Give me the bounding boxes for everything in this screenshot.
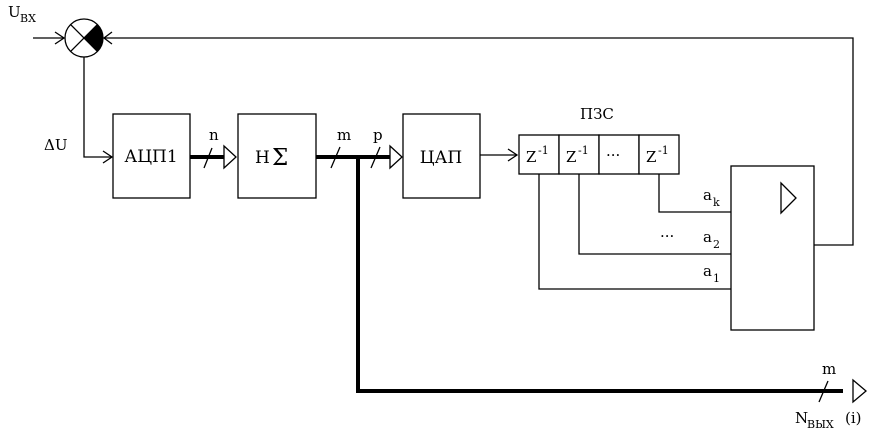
register-cell bbox=[558, 134, 600, 175]
bus-m-slash bbox=[330, 146, 341, 169]
register-cell-4-exp: -1 bbox=[658, 144, 669, 157]
dac-block bbox=[402, 113, 481, 199]
adc-label: АЦП1 bbox=[124, 147, 177, 167]
bus-output-slash bbox=[818, 380, 829, 403]
tap-line-ak bbox=[658, 174, 731, 213]
register-cell bbox=[518, 134, 560, 175]
register-cell-1-base: Z bbox=[526, 148, 536, 166]
register-input-arrowhead bbox=[507, 148, 519, 162]
bus-width-p: p bbox=[373, 126, 383, 144]
amp-input-ak-sub: k bbox=[713, 196, 720, 209]
amp-input-a2-sub: 2 bbox=[713, 238, 720, 251]
amp-input-a1: a bbox=[703, 262, 712, 280]
bus-output bbox=[356, 157, 843, 393]
register-title: ПЗС bbox=[580, 105, 614, 123]
register-block bbox=[518, 134, 680, 175]
integrator-block bbox=[237, 113, 317, 199]
input-arrowhead bbox=[54, 31, 66, 45]
amp-input-a2: a bbox=[703, 228, 712, 246]
amplifier-triangle-icon bbox=[780, 181, 797, 215]
bus-dac-arrowhead bbox=[389, 144, 403, 170]
amplifier-block bbox=[730, 165, 815, 331]
register-cell-1-exp: -1 bbox=[538, 144, 549, 157]
delta-u-line bbox=[83, 57, 112, 158]
bus-p-slash bbox=[370, 146, 381, 169]
register-cell-2-exp: -1 bbox=[578, 144, 589, 157]
input-label-u: U bbox=[8, 3, 21, 21]
bus-width-n: n bbox=[209, 126, 219, 144]
bus-adc-slash bbox=[203, 147, 213, 169]
amp-input-a1-sub: 1 bbox=[713, 272, 720, 285]
bus-width-m: m bbox=[337, 126, 351, 144]
tap-line-a2 bbox=[578, 174, 731, 255]
register-cell-4-base: Z bbox=[646, 148, 656, 166]
dac-label: ЦАП bbox=[420, 148, 463, 168]
register-cell-2-base: Z bbox=[566, 148, 576, 166]
summing-node bbox=[64, 18, 104, 58]
bus-width-output-m: m bbox=[822, 360, 836, 378]
output-arrowhead bbox=[852, 378, 868, 404]
bus-adc-arrowhead bbox=[223, 144, 237, 170]
output-label-sub: ВЫХ bbox=[807, 418, 834, 431]
adc-input-arrowhead bbox=[102, 150, 114, 164]
amp-input-ak: a bbox=[703, 186, 712, 204]
amp-dots: ··· bbox=[660, 227, 674, 245]
output-label-n: N bbox=[795, 409, 808, 427]
tap-line-a1 bbox=[538, 174, 731, 290]
input-label-u-sub: ВХ bbox=[20, 12, 36, 25]
integrator-label-sigma: Σ bbox=[272, 145, 288, 171]
output-label-suffix: (i) bbox=[845, 409, 862, 427]
integrator-label-h: Н bbox=[255, 148, 270, 168]
register-cell-3-dots: ··· bbox=[606, 146, 620, 164]
register-cell bbox=[638, 134, 680, 175]
feedback-line bbox=[104, 37, 854, 246]
delta-u-label: ΔU bbox=[44, 136, 67, 154]
